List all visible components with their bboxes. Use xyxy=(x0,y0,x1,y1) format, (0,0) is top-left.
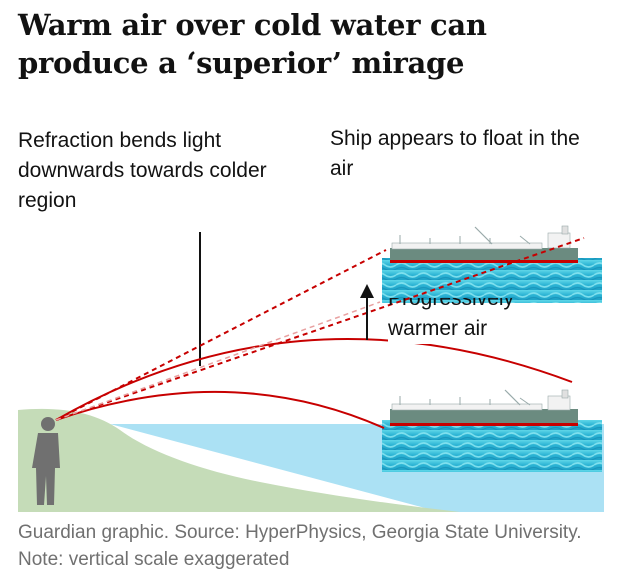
refraction-label: Refraction bends light downwards towards… xyxy=(18,129,267,212)
land xyxy=(18,408,460,512)
person-silhouette-icon xyxy=(32,417,60,505)
warmer-air-label-partial: Progressively warmer air xyxy=(388,298,515,310)
source-caption: Guardian graphic. Source: HyperPhysics, … xyxy=(18,522,582,570)
real-sea xyxy=(382,420,602,472)
arrow-up-icon xyxy=(360,284,374,340)
warmer-air-label: Progressively warmer air warmer air xyxy=(388,298,538,344)
ray-apparent-lower xyxy=(55,237,585,421)
ship-mirage-icon xyxy=(390,225,578,263)
ship-appears-label: Ship appears to float in the air xyxy=(330,127,580,180)
warmer-air-label-text: warmer air xyxy=(388,317,488,340)
page-title: Warm air over cold water can produce a ‘… xyxy=(18,8,487,80)
ray-apparent-faint xyxy=(55,301,381,421)
ray-refracted-lower xyxy=(55,390,385,429)
ray-apparent-upper xyxy=(55,249,387,421)
ship-icon xyxy=(390,389,578,426)
mirage-sea xyxy=(382,258,602,303)
